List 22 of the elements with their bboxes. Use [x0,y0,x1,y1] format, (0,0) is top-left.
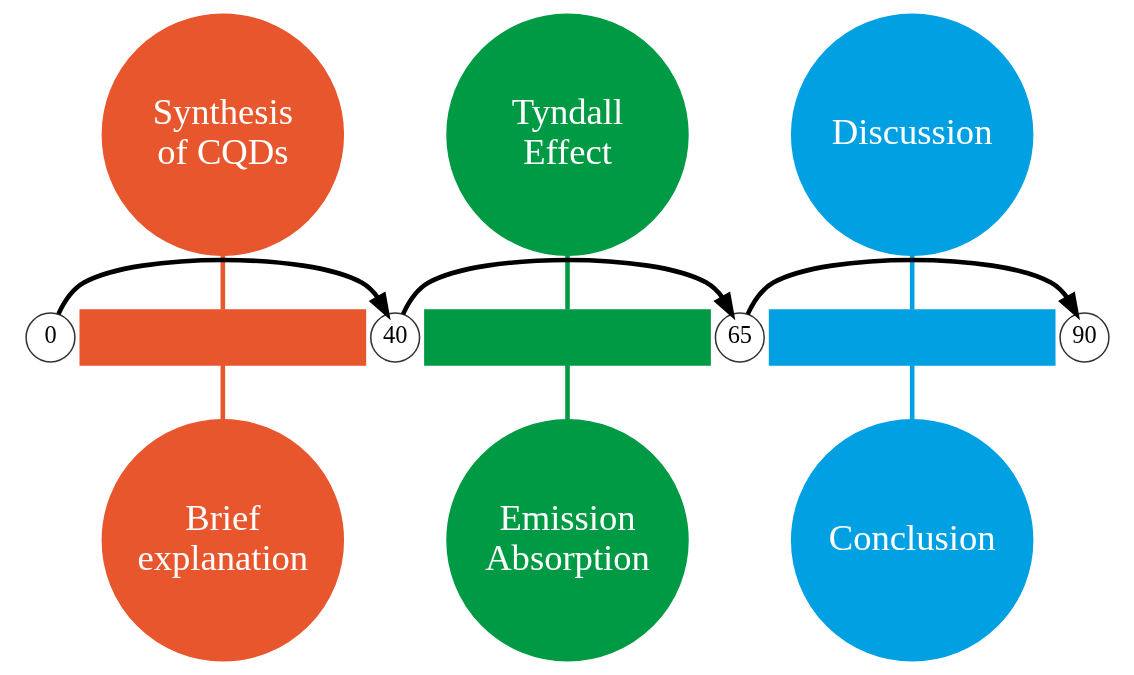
connector [220,255,225,310]
arrow [400,257,735,321]
node-circle: 90 [1058,312,1110,363]
connector [909,365,914,420]
node-circle: Discussion [790,13,1033,256]
arrow [745,257,1080,321]
arrow [55,257,391,321]
node-circle: 0 [24,312,76,363]
node-circle: 65 [714,312,765,363]
connector [909,255,914,310]
node-bar [423,309,711,366]
connector [564,255,570,310]
connector [220,365,225,420]
node-circle: Conclusion [790,419,1033,662]
connector [564,365,570,420]
node-circle: Brief explanation [101,419,344,662]
node-circle: Emission Absorption [445,419,689,662]
node-circle: 40 [369,312,420,363]
node-circle: Synthesis of CQDs [101,13,344,256]
node-bar [78,309,366,366]
node-circle: Tyndall Effect [445,13,689,256]
node-bar [768,309,1056,366]
